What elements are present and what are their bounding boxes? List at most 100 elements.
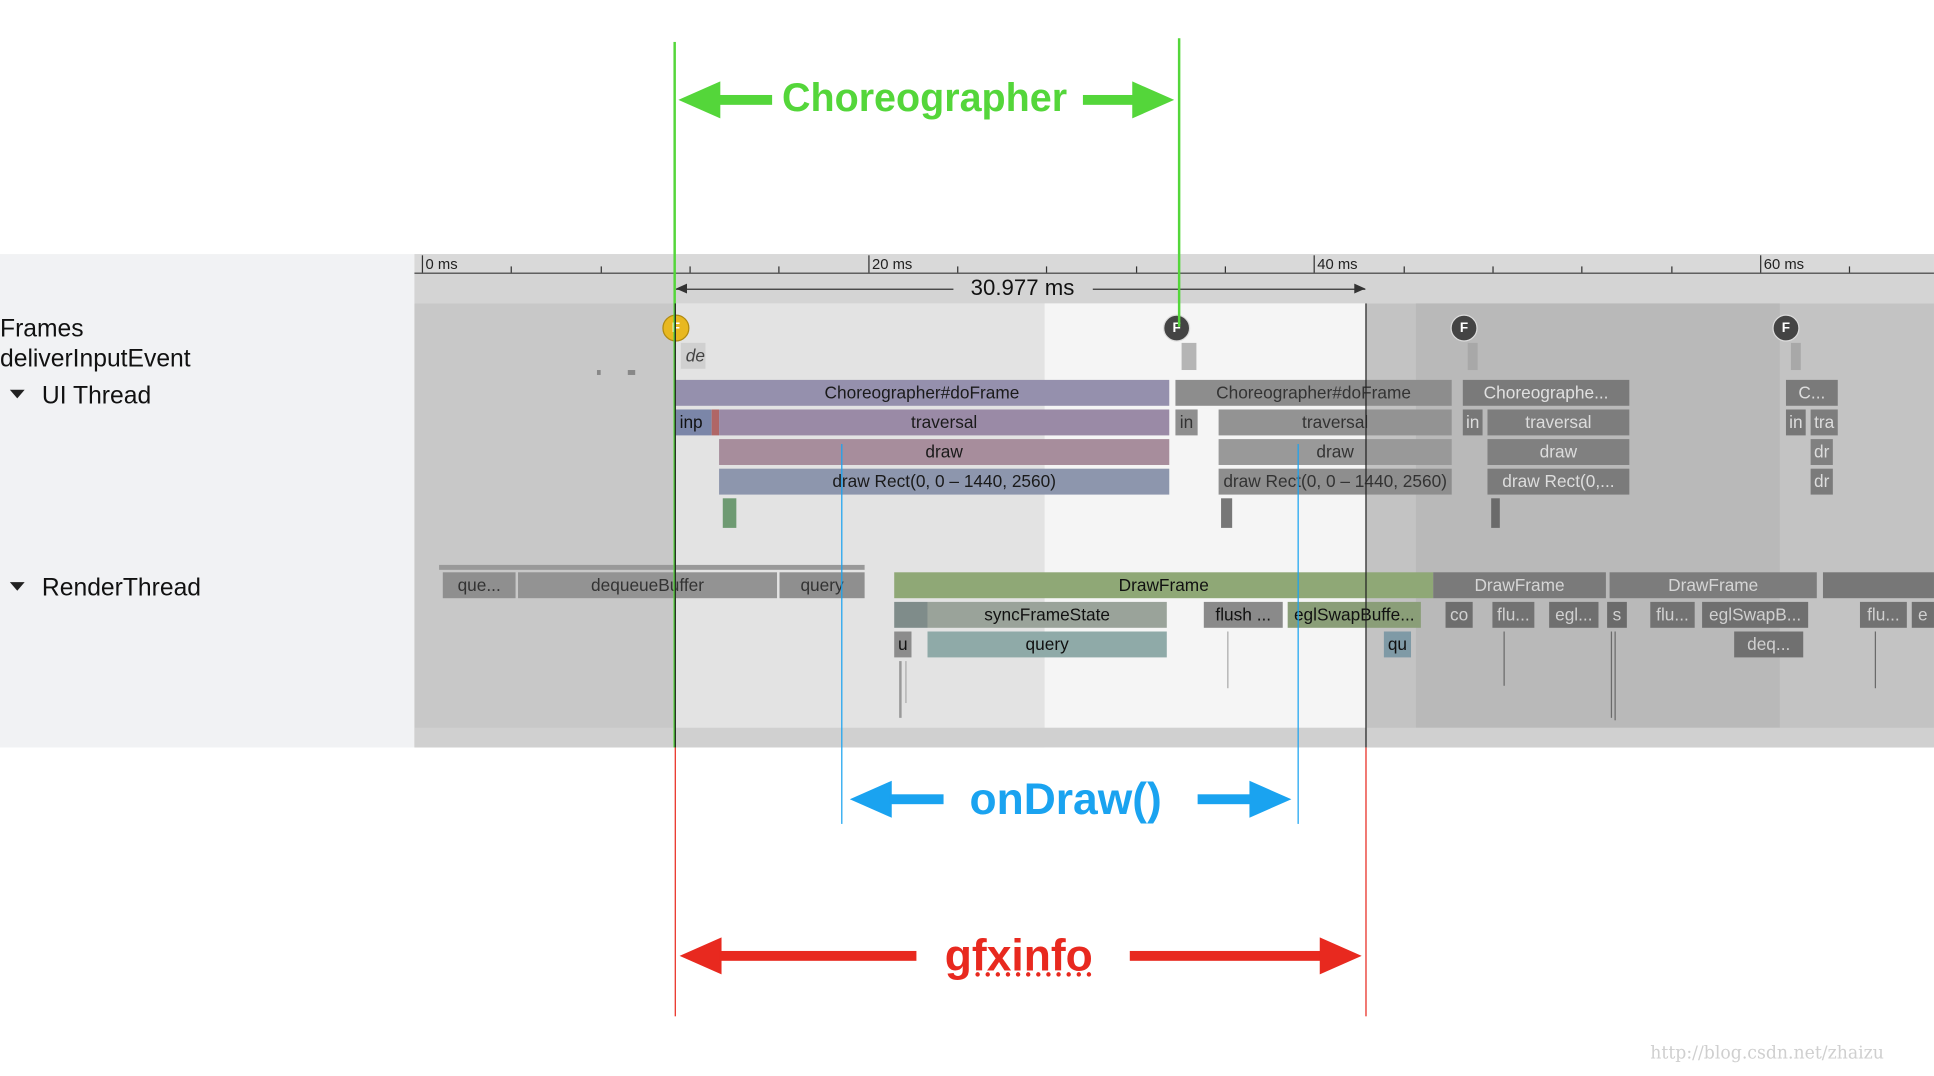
minor-tick — [1671, 266, 1673, 273]
query-slice-2[interactable]: query — [927, 631, 1167, 658]
gfxinfo-arrow-left-shaft — [719, 950, 917, 961]
gfxinfo-start-line — [674, 747, 676, 1017]
render-subslice — [894, 601, 928, 628]
choreographer-arrow-left-icon — [678, 81, 721, 119]
flush-slice[interactable]: flush ... — [1203, 601, 1283, 628]
activity-line — [899, 661, 902, 718]
draw-rect-slice-3[interactable]: draw Rect(0,... — [1487, 468, 1630, 495]
choreographer-slice-4[interactable]: C... — [1785, 379, 1838, 406]
traversal-slice-4[interactable]: tra — [1810, 409, 1838, 436]
activity-line — [1610, 631, 1613, 718]
major-tick — [421, 255, 424, 273]
dequeue-buffer-slice[interactable]: dequeueBuffer — [518, 572, 778, 599]
measure-arrow-right-icon — [1354, 283, 1366, 294]
draw-slice-4[interactable]: dr — [1810, 439, 1833, 465]
qu-slice[interactable]: qu — [1383, 631, 1412, 658]
input-tick — [596, 370, 601, 375]
vsync-band — [1415, 303, 1780, 748]
draw-rect-slice[interactable]: draw Rect(0, 0 – 1440, 2560) — [719, 468, 1170, 495]
drawframe-slice-2[interactable]: DrawFrame — [1433, 572, 1606, 599]
draw-slice[interactable]: draw — [719, 439, 1170, 465]
ui-subslice — [722, 498, 737, 528]
major-tick — [1313, 255, 1315, 273]
sync-frame-state-slice[interactable]: syncFrameState — [927, 601, 1167, 628]
input-slice-4[interactable]: in — [1785, 409, 1806, 436]
u-slice[interactable]: u — [894, 631, 912, 658]
selection-region — [674, 303, 1045, 748]
time-ruler — [414, 254, 1934, 274]
ondraw-arrow-right-icon — [1249, 780, 1292, 818]
co-slice[interactable]: co — [1445, 601, 1473, 628]
flush-slice-4[interactable]: flu... — [1859, 601, 1907, 628]
frame-marker[interactable]: F — [1163, 314, 1191, 342]
ondraw-start-line — [841, 444, 843, 824]
tick-label-20: 20 ms — [872, 255, 913, 273]
egl-slice-3[interactable]: eglSwapB... — [1702, 601, 1809, 628]
choreographer-slice-2[interactable]: Choreographer#doFrame — [1175, 379, 1452, 406]
render-thread-track[interactable]: RenderThread — [9, 575, 201, 603]
flush-slice-3[interactable]: flu... — [1650, 601, 1695, 628]
ondraw-arrow-left-shaft — [889, 794, 944, 805]
egl-swap-buffers-slice[interactable]: eglSwapBuffe... — [1287, 601, 1421, 628]
query-slice[interactable]: query — [779, 572, 865, 599]
expand-triangle-icon[interactable] — [9, 390, 25, 399]
traversal-slice-3[interactable]: traversal — [1487, 409, 1630, 436]
traversal-slice[interactable]: traversal — [719, 409, 1170, 436]
deliver-input-slice-2[interactable] — [1181, 342, 1197, 371]
draw-rect-slice-2[interactable]: draw Rect(0, 0 – 1440, 2560) — [1218, 468, 1452, 495]
activity-line — [1503, 631, 1505, 686]
gfxinfo-end-line — [1365, 747, 1367, 1017]
selection-region-light — [1044, 303, 1367, 748]
ui-subslice-3 — [1491, 498, 1500, 528]
minor-tick — [778, 266, 780, 273]
flush-slice-2[interactable]: flu... — [1492, 601, 1535, 628]
measure-label: 30.977 ms — [970, 275, 1075, 300]
unselected-left-region — [414, 303, 675, 748]
minor-tick — [1224, 266, 1226, 273]
minor-tick — [1848, 266, 1851, 273]
ondraw-end-line — [1297, 444, 1299, 824]
egl-slice-2[interactable]: egl... — [1549, 601, 1599, 628]
minor-tick — [1045, 266, 1048, 273]
ondraw-arrow-right-shaft — [1197, 794, 1252, 805]
draw-slice-3[interactable]: draw — [1487, 439, 1630, 465]
e-slice[interactable]: e — [1911, 601, 1934, 628]
activity-line — [905, 661, 907, 704]
drawframe-slice-3[interactable]: DrawFrame — [1609, 572, 1817, 599]
draw-rect-slice-4[interactable]: dr — [1810, 468, 1833, 495]
traversal-slice-2[interactable]: traversal — [1218, 409, 1452, 436]
choreographer-slice[interactable]: Choreographer#doFrame — [674, 379, 1170, 406]
render-top-bar — [439, 564, 865, 570]
ruler-baseline — [414, 272, 1934, 274]
deliver-input-slice-4[interactable] — [1790, 342, 1801, 371]
input-slice-2[interactable]: in — [1175, 409, 1198, 436]
gfxinfo-annotation: gfxinfo — [944, 929, 1093, 981]
activity-line — [1614, 631, 1616, 721]
measure-arrow-left-icon — [675, 283, 688, 294]
drawframe-slice[interactable]: DrawFrame — [894, 572, 1434, 599]
choreographer-arrow-right-shaft — [1082, 94, 1135, 105]
frame-marker[interactable]: F — [1772, 314, 1800, 342]
deliver-input-slice-3[interactable] — [1467, 342, 1478, 371]
ui-thread-track[interactable]: UI Thread — [9, 382, 151, 410]
queue-slice[interactable]: que... — [442, 572, 516, 599]
activity-line — [1874, 631, 1877, 689]
frame-marker[interactable]: F — [1450, 314, 1478, 342]
input-slice[interactable]: inp — [674, 409, 712, 436]
deliver-input-slice[interactable]: de — [680, 342, 706, 369]
choreographer-slice-3[interactable]: Choreographe... — [1462, 379, 1630, 406]
expand-triangle-icon[interactable] — [9, 582, 25, 592]
tick-label-60: 60 ms — [1763, 255, 1805, 273]
input-slice-3[interactable]: in — [1462, 409, 1483, 436]
track-sidebar — [0, 254, 415, 748]
measure-ruler — [414, 273, 1934, 304]
draw-slice-2[interactable]: draw — [1218, 439, 1452, 465]
ui-subslice-2 — [1221, 498, 1233, 528]
drawframe-slice-4[interactable] — [1822, 572, 1934, 599]
dequeue-slice-2[interactable]: deq... — [1734, 631, 1804, 658]
gfxinfo-arrow-left-icon — [679, 937, 722, 975]
gfxinfo-arrow-right-shaft — [1129, 950, 1323, 961]
frame-marker-yellow[interactable]: F — [662, 314, 690, 342]
s-slice[interactable]: s — [1607, 601, 1627, 628]
bottom-scroll-band — [414, 727, 1934, 748]
